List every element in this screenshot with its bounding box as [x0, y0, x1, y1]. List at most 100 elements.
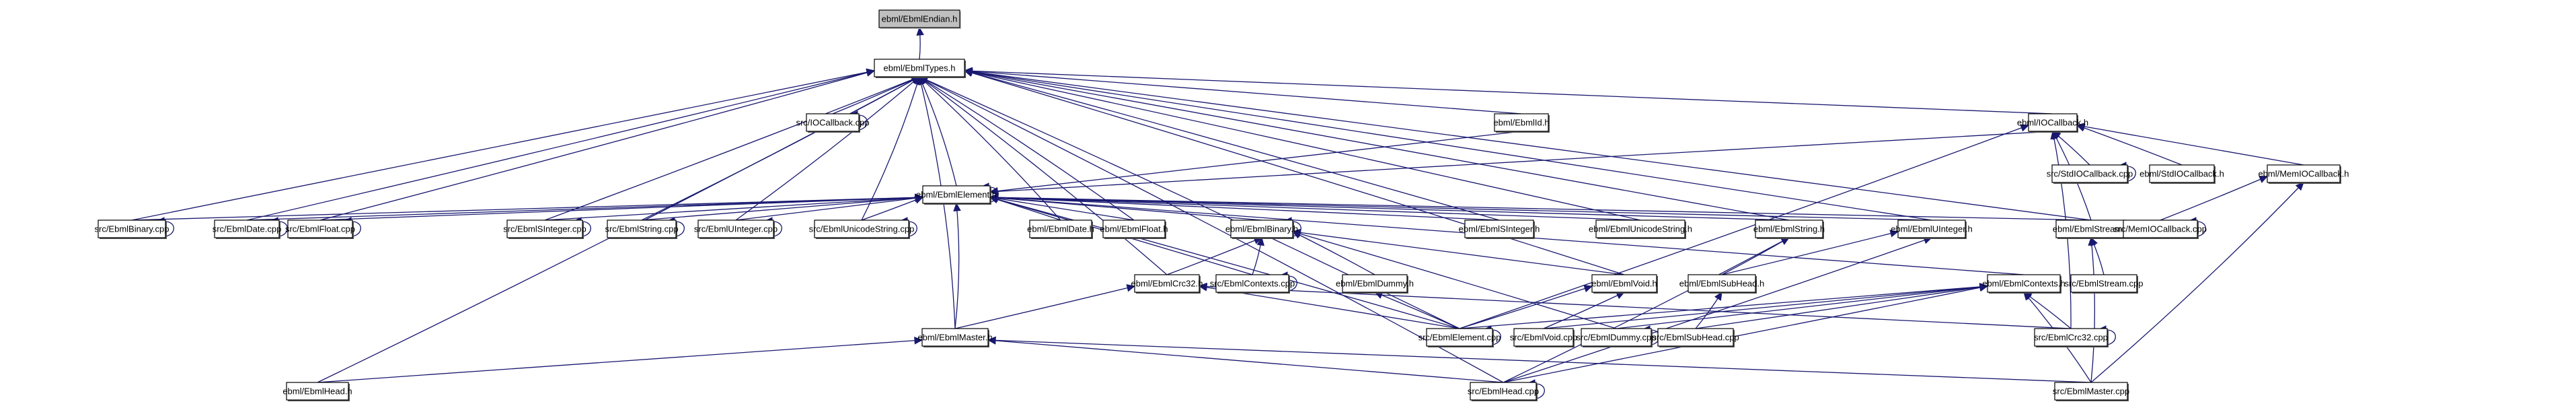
node-src-ebmlvoid-cpp[interactable]: src/EbmlVoid.cpp	[1510, 328, 1577, 347]
node-src-ebmlsinteger-cpp[interactable]: src/EbmlSInteger.cpp	[503, 219, 586, 239]
node-ebml-ebmlmaster-h[interactable]: ebml/EbmlMaster.h	[917, 328, 993, 347]
node-src-iocallback-cpp[interactable]: src/IOCallback.cpp	[796, 113, 870, 133]
edge-ebml-ebmlid-h-to-ebml-ebmltypes-h	[963, 67, 1522, 114]
node-ebml-ebmlfloat-h[interactable]: ebml/EbmlFloat.h	[1100, 219, 1168, 239]
node-label: src/EbmlStream.cpp	[2064, 279, 2143, 289]
arrowhead-icon	[914, 337, 923, 345]
edge-ebml-stdiocallback-h-to-ebml-iocallback-h	[2076, 124, 2183, 166]
arrowhead-icon	[916, 26, 924, 36]
node-label: ebml/EbmlDate.h	[1027, 224, 1094, 234]
node-src-ebmlstream-cpp[interactable]: src/EbmlStream.cpp	[2064, 274, 2144, 294]
node-ebml-ebmlelement-h[interactable]: ebml/EbmlElement.h	[916, 185, 997, 205]
node-ebml-ebmlsinteger-h[interactable]: ebml/EbmlSInteger.h	[1459, 219, 1540, 239]
edge-src-ebmlelement-cpp-to-ebml-iocallback-h	[1459, 124, 2030, 329]
edge-ebml-ebmlid-h-to-ebml-ebmlelement-h	[989, 131, 1522, 195]
node-ebml-ebmlbinary-h[interactable]: ebml/EbmlBinary.h	[1225, 219, 1298, 239]
node-ebml-ebmlsubhead-h[interactable]: ebml/EbmlSubHead.h	[1679, 274, 1764, 294]
arrowhead-icon	[1256, 236, 1264, 246]
node-ebml-ebmlunicodestring-h[interactable]: ebml/EbmlUnicodeString.h	[1589, 219, 1692, 239]
node-box	[1342, 274, 1408, 293]
node-box	[2267, 164, 2341, 183]
edge-src-ebmlelement-cpp-to-ebml-ebmlelement-h	[989, 195, 1460, 329]
edge-src-ebmlhead-cpp-to-ebml-ebmltypes-h	[918, 76, 1504, 383]
edge-ebml-ebmlelement-h-to-ebml-ebmltypes-h	[919, 75, 957, 187]
edge-ebml-iocallback-h-to-ebml-ebmlelement-h	[989, 131, 2053, 196]
node-ebml-ebmlhead-h[interactable]: ebml/EbmlHead.h	[282, 382, 352, 401]
edge-src-ebmlhead-cpp-to-ebml-ebmlmaster-h	[987, 337, 1504, 383]
edge-src-ebmlsinteger-cpp-to-ebml-ebmlelement-h	[544, 193, 924, 221]
node-src-ebmlbinary-cpp[interactable]: src/EbmlBinary.cpp	[94, 219, 169, 239]
node-src-ebmlfloat-cpp[interactable]: src/EbmlFloat.cpp	[285, 219, 355, 239]
node-ebml-ebmltypes-h[interactable]: ebml/EbmlTypes.h	[874, 59, 966, 78]
node-ebml-ebmluinteger-h[interactable]: ebml/EbmlUInteger.h	[1891, 219, 1973, 239]
edge-ebml-ebmlmaster-h-to-ebml-ebmlelement-h	[953, 202, 961, 329]
node-box	[2034, 328, 2108, 347]
node-box	[2054, 382, 2128, 401]
edge-src-ebmlfloat-cpp-to-ebml-ebmltypes-h	[319, 69, 876, 221]
arrowhead-icon	[2020, 124, 2030, 132]
arrowhead-icon	[1291, 230, 1301, 238]
node-label: src/EbmlSubHead.cpp	[1652, 333, 1739, 343]
edge-src-ebmlcontexts-cpp-to-ebml-ebmlbinary-h	[1252, 236, 1264, 275]
node-box	[2055, 219, 2127, 238]
node-src-ebmlstring-cpp[interactable]: src/EbmlString.cpp	[605, 219, 679, 239]
node-box	[2028, 113, 2078, 132]
node-src-ebmluinteger-cpp[interactable]: src/EbmlUInteger.cpp	[694, 219, 778, 239]
node-label: ebml/StdIOCallback.h	[2139, 169, 2224, 179]
node-ebml-ebmlstream-h[interactable]: ebml/EbmlStream.h	[2053, 219, 2129, 239]
node-box	[2051, 164, 2128, 183]
node-src-memiocallback-cpp[interactable]: src/MemIOCallback.cpp	[2114, 219, 2207, 239]
node-label: src/MemIOCallback.cpp	[2114, 224, 2207, 234]
node-box	[1494, 113, 1549, 132]
node-box	[1591, 274, 1657, 293]
node-ebml-ebmlid-h[interactable]: ebml/EbmlId.h	[1493, 113, 1550, 133]
node-ebml-iocallback-h[interactable]: ebml/IOCallback.h	[2017, 113, 2088, 133]
edge-src-ebmldate-cpp-to-ebml-ebmltypes-h	[246, 69, 876, 221]
edge-src-ebmlcrc32-cpp-to-ebml-ebmlcontexts-h	[2023, 292, 2072, 329]
node-label: ebml/EbmlTypes.h	[884, 63, 956, 73]
edge-ebml-ebmlstream-h-to-ebml-ebmltypes-h	[963, 67, 2092, 221]
arrowhead-icon	[2088, 236, 2096, 246]
node-src-ebmlcontexts-cpp[interactable]: src/EbmlContexts.cpp	[1210, 274, 1295, 294]
node-src-ebmlcrc32-cpp[interactable]: src/EbmlCrc32.cpp	[2034, 328, 2109, 347]
node-ebml-ebmldate-h[interactable]: ebml/EbmlDate.h	[1027, 219, 1094, 239]
node-box	[1688, 274, 1756, 293]
node-label: src/IOCallback.cpp	[796, 118, 869, 128]
arrowhead-icon	[2259, 176, 2269, 183]
edge-ebml-memiocallback-h-to-ebml-iocallback-h	[2076, 123, 2304, 166]
node-box	[1657, 328, 1734, 347]
edge-src-ebmlbinary-cpp-to-ebml-ebmltypes-h	[131, 68, 876, 221]
node-src-ebmlhead-cpp[interactable]: src/EbmlHead.cpp	[1468, 382, 1539, 401]
node-box	[697, 219, 774, 238]
node-label: ebml/EbmlHead.h	[282, 386, 352, 397]
node-ebml-stdiocallback-h[interactable]: ebml/StdIOCallback.h	[2139, 164, 2224, 184]
node-ebml-memiocallback-h[interactable]: ebml/MemIOCallback.h	[2258, 164, 2349, 184]
edge-ebml-ebmlvoid-h-to-ebml-ebmlbinary-h	[1291, 228, 1625, 275]
node-src-ebmldummy-cpp[interactable]: src/EbmlDummy.cpp	[1577, 328, 1657, 347]
node-src-ebmlsubhead-cpp[interactable]: src/EbmlSubHead.cpp	[1652, 328, 1739, 347]
node-ebml-ebmlcontexts-h[interactable]: ebml/EbmlContexts.h	[1982, 274, 2066, 294]
node-src-ebmldate-cpp[interactable]: src/EbmlDate.cpp	[213, 219, 282, 239]
node-box	[1426, 328, 1493, 347]
node-src-stdiocallback-cpp[interactable]: src/StdIOCallback.cpp	[2047, 164, 2133, 184]
arrowhead-icon	[1126, 284, 1136, 292]
node-ebml-ebmlstring-h[interactable]: ebml/EbmlString.h	[1753, 219, 1825, 239]
node-label: ebml/EbmlContexts.h	[1982, 279, 2066, 289]
node-box	[1134, 274, 1200, 293]
node-src-ebmlmaster-cpp[interactable]: src/EbmlMaster.cpp	[2053, 382, 2129, 401]
node-box	[874, 59, 965, 77]
node-label: src/EbmlHead.cpp	[1468, 386, 1539, 397]
arrowhead-icon	[989, 195, 999, 203]
node-src-ebmlunicodestring-cpp[interactable]: src/EbmlUnicodeString.cpp	[809, 219, 915, 239]
node-src-ebmlelement-cpp[interactable]: src/EbmlElement.cpp	[1418, 328, 1501, 347]
node-ebml-ebmlcrc32-h[interactable]: ebml/EbmlCrc32.h	[1131, 274, 1203, 294]
node-label: ebml/IOCallback.h	[2017, 118, 2088, 128]
node-label: ebml/EbmlUnicodeString.h	[1589, 224, 1692, 234]
node-label: src/EbmlContexts.cpp	[1210, 279, 1295, 289]
node-ebml-ebmldummy-h[interactable]: ebml/EbmlDummy.h	[1336, 274, 1414, 294]
node-box	[1581, 328, 1652, 347]
node-box	[922, 185, 991, 204]
node-ebml-ebmlvoid-h[interactable]: ebml/EbmlVoid.h	[1591, 274, 1658, 294]
node-box	[1215, 274, 1289, 293]
